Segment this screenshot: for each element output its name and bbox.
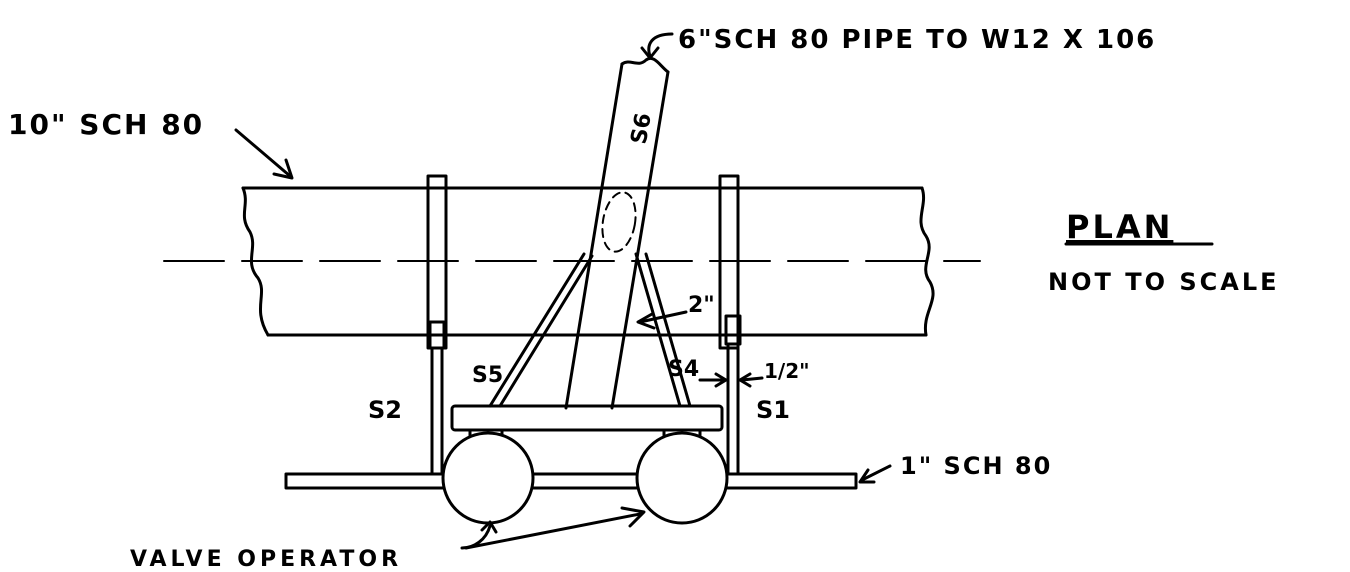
label-s6: S6	[627, 111, 657, 146]
label-s2: S2	[368, 396, 402, 424]
leader-arrows	[234, 32, 892, 550]
label-scale-note: NOT TO SCALE	[1048, 268, 1280, 296]
label-dim-2in: 2"	[688, 293, 715, 318]
valve-operator	[284, 404, 858, 525]
label-s5: S5	[472, 363, 503, 388]
strap-s1	[718, 174, 742, 476]
brace-s5	[488, 252, 594, 408]
label-dim-half-in: 1/2"	[764, 359, 810, 383]
label-s4: S4	[668, 357, 699, 382]
label-main-pipe: 10" SCH 80	[8, 108, 204, 141]
pipe-6in-s6	[564, 57, 670, 410]
label-valve-operator: VALVE OPERATOR	[130, 547, 402, 572]
valve-wheel-left	[441, 431, 535, 525]
label-s1: S1	[756, 396, 790, 424]
main-pipe-10in	[163, 186, 981, 337]
label-top-pipe: 6"SCH 80 PIPE TO W12 X 106	[678, 25, 1156, 55]
strap-s2	[426, 174, 448, 476]
brace-s4	[634, 252, 692, 408]
label-small-pipe: 1" SCH 80	[900, 452, 1052, 480]
label-plan: PLAN	[1066, 208, 1173, 246]
valve-wheel-right	[635, 431, 729, 525]
